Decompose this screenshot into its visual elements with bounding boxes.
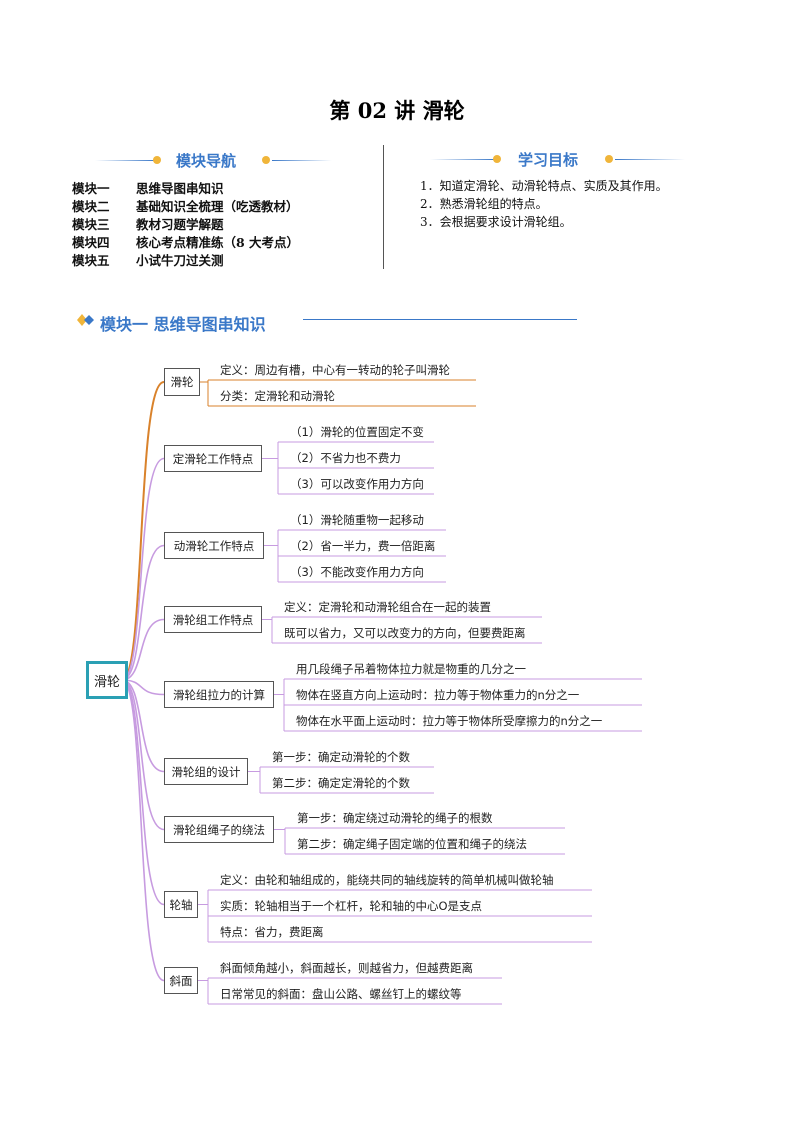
nav-item[interactable]: 模块四 核心考点精准练（8 大考点） <box>72 232 299 250</box>
mindmap-leaf: （3）不能改变作用力方向 <box>290 565 424 579</box>
mindmap-leaf: 定义：周边有槽，中心有一转动的轮子叫滑轮 <box>220 363 450 377</box>
mindmap-branch-node: 滑轮组工作特点 <box>164 606 262 633</box>
nav-item[interactable]: 模块一 思维导图串知识 <box>72 178 299 196</box>
mindmap-branch-node: 滑轮组绳子的绕法 <box>164 816 274 843</box>
nav-heading-dot-right <box>262 156 270 164</box>
mindmap-leaf: 特点：省力，费距离 <box>220 925 324 939</box>
mindmap-leaf: 实质：轮轴相当于一个杠杆，轮和轴的中心O是支点 <box>220 899 483 913</box>
goals-heading-line-left <box>430 159 495 160</box>
goal-item: 2．熟悉滑轮组的特点。 <box>420 197 548 211</box>
nav-item-text: 教材习题学解题 <box>136 217 224 232</box>
mindmap-root-node: 滑轮 <box>86 661 128 699</box>
mindmap-leaf: （1）滑轮的位置固定不变 <box>290 425 424 439</box>
nav-item-num: 模块四 <box>72 235 110 250</box>
mindmap-branch-node: 滑轮组的设计 <box>164 758 248 785</box>
nav-item-text: 基础知识全梳理（吃透教材） <box>136 199 299 214</box>
module1-title: 模块一 思维导图串知识 <box>100 315 266 334</box>
mindmap-leaf: 定义：定滑轮和动滑轮组合在一起的装置 <box>284 600 491 614</box>
goal-item: 1．知道定滑轮、动滑轮特点、实质及其作用。 <box>420 179 668 193</box>
branch-connector <box>121 679 165 831</box>
goals-heading-dot-left <box>493 155 501 163</box>
mindmap-branch-node: 轮轴 <box>164 891 198 918</box>
mindmap-branch-node: 动滑轮工作特点 <box>164 532 264 559</box>
mindmap-leaf: （3）可以改变作用力方向 <box>290 477 424 491</box>
mindmap-leaf: 第二步：确定定滑轮的个数 <box>272 776 410 790</box>
branch-connector <box>121 679 165 906</box>
goals-heading-dot-right <box>605 155 613 163</box>
mindmap-leaf: 第一步：确定动滑轮的个数 <box>272 750 410 764</box>
branch-connector <box>121 679 165 982</box>
mindmap-leaf: 用几段绳子吊着物体拉力就是物重的几分之一 <box>296 662 526 676</box>
mindmap-leaf: （2）省一半力，费一倍距离 <box>290 539 436 553</box>
nav-item[interactable]: 模块二 基础知识全梳理（吃透教材） <box>72 196 299 214</box>
mindmap-leaf: 日常常见的斜面：盘山公路、螺丝钉上的螺纹等 <box>220 987 462 1001</box>
nav-item-num: 模块二 <box>72 199 110 214</box>
mindmap-branch-node: 滑轮 <box>164 368 200 396</box>
nav-heading: 模块导航 <box>176 152 237 170</box>
branch-connector <box>121 679 165 773</box>
column-divider <box>383 145 384 269</box>
mindmap-branch-node: 滑轮组拉力的计算 <box>164 681 274 708</box>
mindmap-leaf: （1）滑轮随重物一起移动 <box>290 513 424 527</box>
nav-item[interactable]: 模块五 小试牛刀过关测 <box>72 250 299 268</box>
nav-heading-line-right <box>272 160 332 161</box>
goal-item: 3．会根据要求设计滑轮组。 <box>420 215 572 229</box>
mindmap-leaf: 第二步：确定绳子固定端的位置和绳子的绕法 <box>297 837 527 851</box>
mindmap-leaf: 分类：定滑轮和动滑轮 <box>220 389 335 403</box>
mindmap-leaf: 物体在竖直方向上运动时：拉力等于物体重力的n分之一 <box>296 688 580 702</box>
nav-item-num: 模块五 <box>72 253 110 268</box>
mindmap-leaf: 定义：由轮和轴组成的，能绕共同的轴线旋转的简单机械叫做轮轴 <box>220 873 554 887</box>
branch-connector <box>121 618 165 681</box>
mindmap-branch-node: 斜面 <box>164 967 198 994</box>
branch-connector <box>121 457 165 681</box>
mindmap-leaf: 既可以省力，又可以改变力的方向，但要费距离 <box>284 626 526 640</box>
nav-item-text: 小试牛刀过关测 <box>136 253 224 268</box>
branch-connector <box>121 381 165 681</box>
nav-list: 模块一 思维导图串知识 模块二 基础知识全梳理（吃透教材） 模块三 教材习题学解题 模… <box>72 178 299 268</box>
nav-item-num: 模块一 <box>72 181 110 196</box>
goals-heading-line-right <box>615 159 685 160</box>
mindmap-branch-node: 定滑轮工作特点 <box>164 445 262 472</box>
nav-heading-line-left <box>95 160 155 161</box>
nav-item-text: 思维导图串知识 <box>136 181 224 196</box>
goals-heading: 学习目标 <box>518 151 579 169</box>
nav-heading-dot-left <box>153 156 161 164</box>
nav-item-num: 模块三 <box>72 217 110 232</box>
page-title: 第 02 讲 滑轮 <box>329 98 465 123</box>
module1-title-line <box>303 319 577 320</box>
goals-list: 1．知道定滑轮、动滑轮特点、实质及其作用。 2．熟悉滑轮组的特点。 3．会根据要… <box>420 177 668 231</box>
mindmap-leaf: 第一步：确定绕过动滑轮的绳子的根数 <box>297 811 493 825</box>
mindmap-leaf: 物体在水平面上运动时：拉力等于物体所受摩擦力的n分之一 <box>296 714 603 728</box>
branch-connector <box>121 544 165 681</box>
mindmap-leaf: 斜面倾角越小，斜面越长，则越省力，但越费距离 <box>220 961 473 975</box>
diamond-icon <box>77 313 94 327</box>
mindmap-leaf: （2）不省力也不费力 <box>290 451 401 465</box>
nav-item[interactable]: 模块三 教材习题学解题 <box>72 214 299 232</box>
nav-item-text: 核心考点精准练（8 大考点） <box>136 235 300 250</box>
